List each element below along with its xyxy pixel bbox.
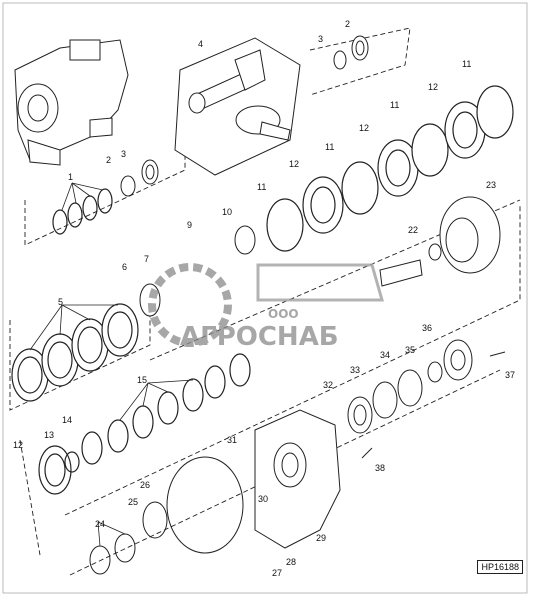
callout-12a: 12 (289, 159, 299, 169)
clutch-drum (428, 196, 501, 274)
callout-36: 36 (422, 323, 432, 333)
callout-11c: 11 (390, 100, 399, 110)
callout-2a: 2 (106, 155, 111, 165)
callout-4: 4 (198, 39, 203, 49)
bearing-small (120, 159, 159, 197)
group-line-left-vert (19, 439, 41, 556)
upper-clutch-pack (266, 85, 514, 252)
callout-13: 13 (44, 430, 54, 440)
callout-33: 33 (350, 365, 360, 375)
group-line-discs-left (9, 290, 151, 411)
frame (2, 2, 528, 594)
callout-7: 7 (144, 254, 149, 264)
watermark-small-text: ООО (268, 307, 299, 321)
seal-rings (52, 188, 113, 235)
callout-37: 37 (505, 370, 515, 380)
callout-35: 35 (405, 345, 415, 355)
callout-30: 30 (258, 494, 268, 504)
callout-14: 14 (62, 415, 72, 425)
callouts: 1 2 2 3 3 4 5 6 7 9 10 11 11 11 11 12 12… (13, 19, 515, 578)
callout-1: 1 (68, 172, 73, 182)
callout-10: 10 (222, 207, 232, 217)
callout-2b: 2 (345, 19, 350, 29)
figure-reference-code: HP16188 (477, 560, 523, 574)
callout-3b: 3 (318, 34, 323, 44)
callout-3a: 3 (121, 149, 126, 159)
callout-12d: 12 (13, 440, 23, 450)
left-disc-pack (11, 303, 139, 402)
callout-12b: 12 (359, 123, 369, 133)
right-side-parts (347, 339, 506, 459)
callout-11a: 11 (257, 182, 266, 192)
callout-6: 6 (122, 262, 127, 272)
callout-11d: 11 (462, 59, 471, 69)
watermark-brand-text: АГРОСНАБ (180, 322, 339, 352)
top-bearing (333, 35, 369, 70)
bevel-gear-assembly (174, 37, 301, 176)
callout-34: 34 (380, 350, 390, 360)
watermark: ООО АГРОСНАБ (148, 263, 384, 352)
callout-24: 24 (95, 519, 105, 529)
middle-ring-pack (38, 353, 251, 495)
callout-25: 25 (128, 497, 138, 507)
callout-15: 15 (137, 375, 147, 385)
callout-32: 32 (323, 380, 333, 390)
harvester-icon (256, 263, 384, 302)
callout-28: 28 (286, 557, 296, 567)
callout-9: 9 (187, 220, 192, 230)
gasket-and-rings (89, 456, 244, 575)
callout-38: 38 (375, 463, 385, 473)
transmission-housing (14, 39, 129, 166)
callout-27: 27 (272, 568, 282, 578)
callout-26: 26 (140, 480, 150, 490)
gear-logo-icon (148, 263, 232, 347)
callout-12c: 12 (428, 82, 438, 92)
callout-5: 5 (58, 297, 63, 307)
callout-23: 23 (486, 180, 496, 190)
callout-11b: 11 (325, 142, 334, 152)
callout-29: 29 (316, 533, 326, 543)
cover-plate (254, 409, 341, 549)
group-line-bottom (69, 369, 501, 576)
leader-lines (29, 182, 194, 547)
callout-31: 31 (227, 435, 237, 445)
callout-22: 22 (408, 225, 418, 235)
